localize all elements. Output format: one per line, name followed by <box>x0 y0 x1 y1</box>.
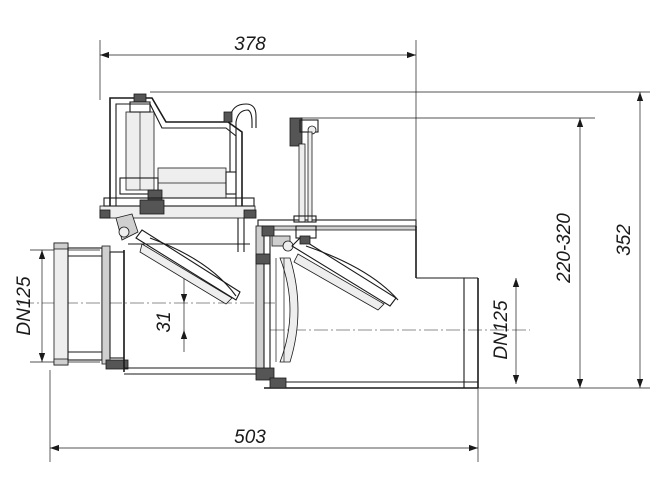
center-lines <box>20 302 530 331</box>
dim-label-378: 378 <box>234 34 266 55</box>
dim-label-220-320: 220-320 <box>554 213 575 284</box>
dimension-31: 31 <box>154 278 188 352</box>
dimension-503: 503 <box>49 370 479 462</box>
right-flap <box>271 235 399 363</box>
left-flap <box>115 213 245 305</box>
dimension-dn125-outlet: DN125 <box>491 278 520 384</box>
dim-label-dn125-inlet: DN125 <box>14 276 35 336</box>
dimension-dn125-inlet: DN125 <box>14 249 100 363</box>
manual-rod <box>289 117 319 245</box>
inlet-socket <box>53 242 129 370</box>
right-chamber <box>255 219 478 389</box>
dim-label-503: 503 <box>234 427 266 448</box>
dim-label-352: 352 <box>614 224 635 256</box>
left-body <box>99 205 264 375</box>
outlet-pipe <box>416 277 479 388</box>
dimension-352: 352 <box>150 91 650 389</box>
dimension-378: 378 <box>99 34 417 225</box>
dimension-220-320: 220-320 <box>300 117 595 388</box>
dim-label-31: 31 <box>154 311 175 332</box>
motor-housing <box>103 93 257 215</box>
